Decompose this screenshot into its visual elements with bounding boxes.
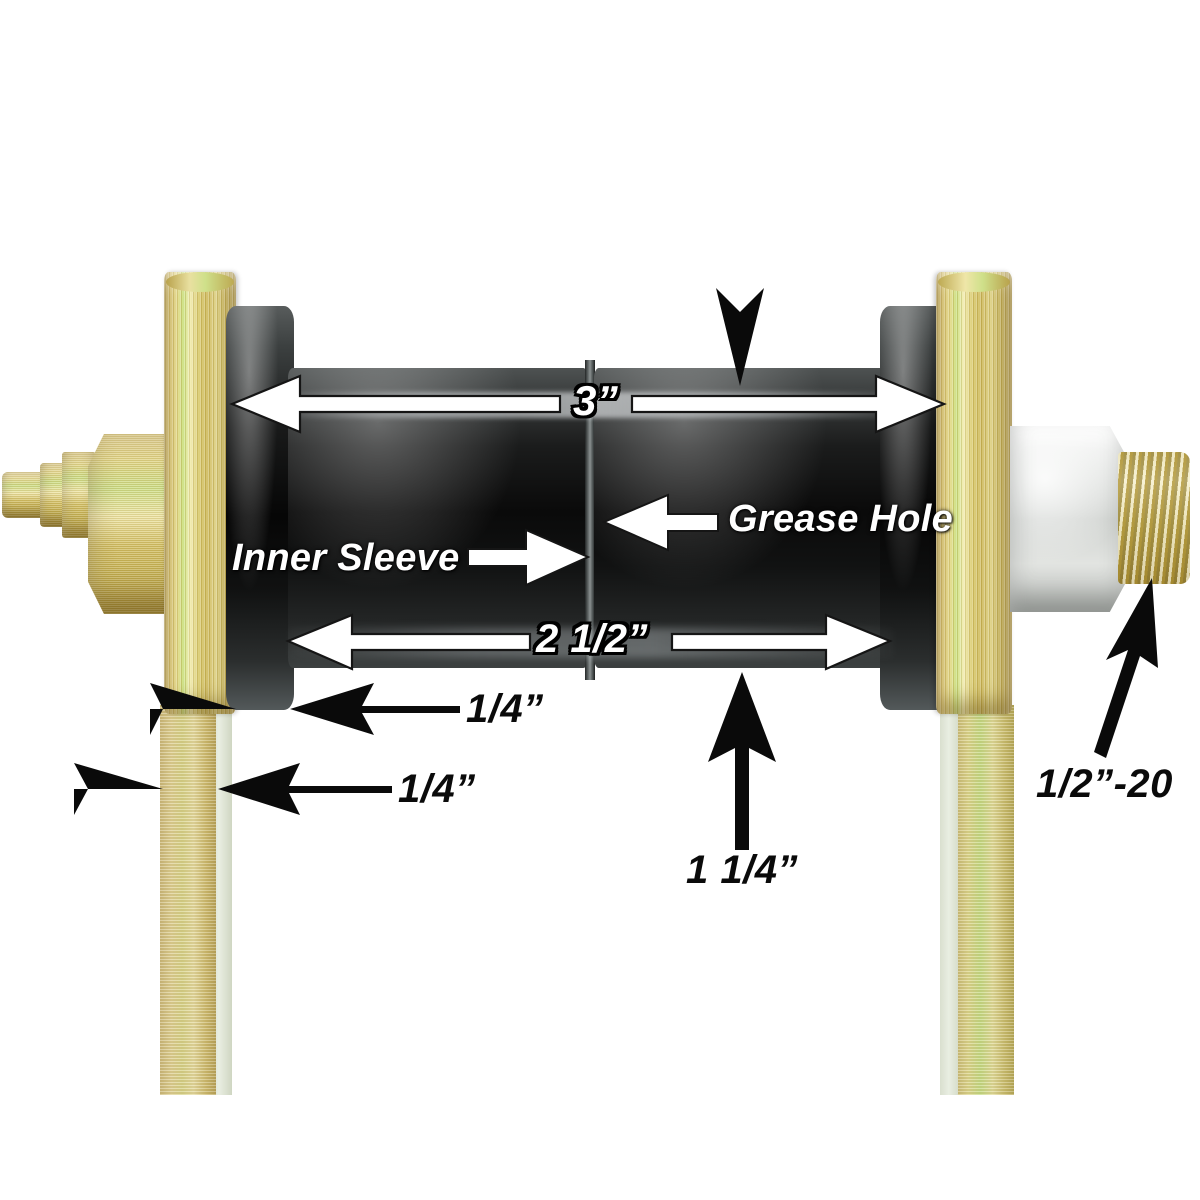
strap-right-edge (940, 705, 962, 1095)
threaded-stud (1118, 452, 1190, 584)
bushing-left-flange (226, 306, 294, 710)
washer-left (164, 272, 236, 714)
label-strap-thickness-lower: 1/4” (398, 767, 476, 811)
label-overall-length: 3” (573, 377, 619, 424)
label-grease-hole: Grease Hole (728, 498, 954, 540)
hex-nut (1010, 426, 1126, 612)
strap-left (160, 705, 216, 1095)
arrow-sleeve-diameter (708, 672, 776, 850)
washer-right-top-face (938, 272, 1010, 292)
label-thread-spec: 1/2”-20 (1036, 762, 1173, 806)
strap-right (958, 705, 1014, 1095)
label-sleeve-length: 2 1/2” (536, 617, 648, 661)
bushing-seam (585, 360, 595, 680)
washer-right (936, 272, 1012, 714)
washer-left-top-face (166, 272, 234, 292)
arrow-strap-thickness-lower (74, 763, 392, 815)
label-inner-sleeve: Inner Sleeve (232, 537, 460, 579)
label-flange-thickness-upper: 1/4” (466, 687, 544, 731)
label-sleeve-diameter: 1 1/4” (686, 848, 798, 892)
